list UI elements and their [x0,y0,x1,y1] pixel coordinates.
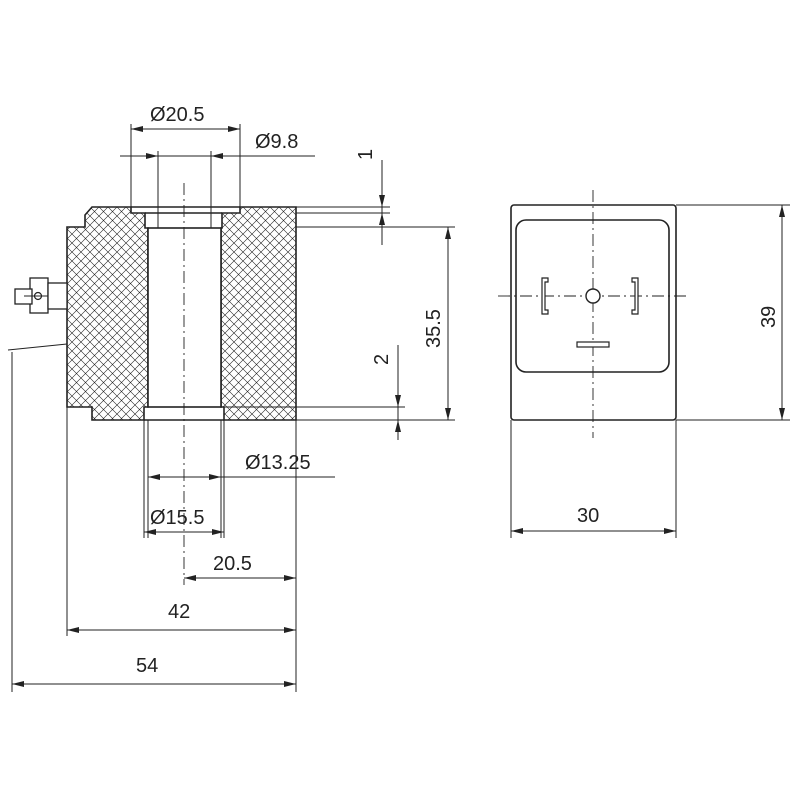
right-contact [631,277,639,315]
left-contact [541,277,549,315]
coil-body [66,206,149,421]
label-outer-diameter: Ø20.5 [150,104,204,126]
label-half-width: 20.5 [213,553,252,575]
label-overall-width: 54 [136,655,158,677]
dim-inner-diameter: Ø9.8 [120,131,315,213]
label-bottom-offset: 2 [371,354,393,365]
label-inner-diameter: Ø9.8 [255,131,298,153]
label-diameter-13-25: Ø13.25 [245,452,311,474]
dim-outer-diameter: Ø20.5 [130,104,241,207]
label-diameter-15-5: Ø15.5 [150,507,204,529]
label-height: 35.5 [423,309,445,348]
dim-diameter-15-5: Ø15.5 [143,420,225,538]
terminal-pin [14,277,68,314]
side-view [7,183,297,585]
coil-body-right [220,206,297,421]
label-top-offset: 1 [355,149,377,160]
dim-bottom-offset: 2 [224,345,405,440]
label-body-width: 42 [168,601,190,623]
front-view [498,190,688,438]
dim-overall-width: 54 [11,352,296,692]
dim-height: 35.5 [296,226,455,421]
ground-contact [576,341,610,348]
label-front-height: 39 [758,306,780,328]
dim-front-width: 30 [510,420,677,538]
label-front-width: 30 [577,505,599,527]
dim-body-width: 42 [66,378,296,636]
dim-diameter-13-25: Ø13.25 [147,420,335,538]
dim-front-height: 39 [676,204,790,421]
dim-half-width: 20.5 [184,420,297,692]
core-bore [147,227,222,408]
center-pin [585,288,601,304]
dim-top-offset: 1 [240,149,390,245]
